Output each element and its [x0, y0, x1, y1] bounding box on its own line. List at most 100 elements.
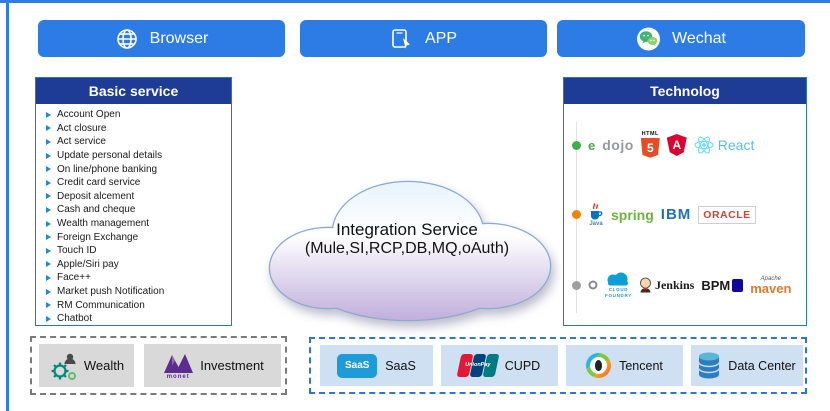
arrow-icon — [46, 274, 51, 281]
cloud-title: Integration Service — [336, 220, 478, 239]
wealth-gears-icon — [51, 353, 76, 380]
arrow-icon — [46, 247, 51, 254]
saas-logo: SaaS — [337, 353, 378, 378]
data-center-label: Data Center — [728, 358, 796, 373]
spring-logo: spring — [611, 206, 654, 223]
dojo-logo: dojo — [602, 137, 634, 154]
technology-body: e dojo HTML 5 A React — [564, 104, 806, 327]
html5-logo: HTML 5 — [640, 132, 660, 158]
frontend-tech-row: e dojo HTML 5 A React — [572, 132, 798, 158]
wealth-label: Wealth — [83, 358, 125, 373]
arrow-icon — [46, 193, 51, 200]
backend-tech-row: Java spring IBM ORACLE — [572, 202, 798, 227]
jenkins-logo: Jenkins — [639, 277, 694, 293]
service-item: Wealth management — [36, 217, 231, 231]
platform-group: SaaS SaaS UnionPay CUPD Tencent — [309, 337, 807, 394]
tencent-label: Tencent — [619, 358, 663, 373]
arrow-icon — [46, 111, 51, 118]
data-center-card: Data Center — [691, 345, 803, 386]
browser-button[interactable]: Browser — [38, 20, 285, 57]
arrow-icon — [46, 166, 51, 173]
frame-top-line — [0, 0, 830, 3]
saas-label: SaaS — [385, 358, 416, 373]
service-item: Account Open — [36, 108, 231, 122]
cloud-foundry-icon — [607, 272, 629, 286]
cloud-foundry-logo: CLOUD FOUNDRY — [605, 272, 632, 299]
service-item: Deposit alcement — [36, 190, 231, 204]
cloud-subtitle: (Mule,SI,RCP,DB,MQ,oAuth) — [304, 240, 510, 257]
cupd-card: UnionPay CUPD — [441, 345, 558, 386]
wechat-button[interactable]: Wechat — [557, 20, 805, 57]
maven-logo: Apache maven — [750, 275, 792, 296]
arrow-icon — [46, 206, 51, 213]
basic-service-panel: Basic service Account Open Act closure A… — [35, 77, 232, 326]
jenkins-butler-icon — [640, 277, 651, 293]
arrow-icon — [46, 302, 51, 309]
oracle-logo: ORACLE — [698, 205, 756, 224]
service-item: Act closure — [36, 122, 231, 136]
arrow-icon — [46, 315, 51, 322]
tencent-penguin-icon — [595, 360, 603, 371]
arrow-icon — [46, 261, 51, 268]
service-item: Update personal details — [36, 149, 231, 163]
bpm-box-icon — [732, 278, 744, 292]
service-item: Apple/Siri pay — [36, 258, 231, 272]
arrow-icon — [46, 152, 51, 159]
unionpay-logo: UnionPay — [456, 354, 500, 377]
cloud-label: Integration Service (Mule,SI,RCP,DB,MQ,o… — [248, 152, 566, 326]
basic-service-list: Account Open Act closure Act service Upd… — [36, 104, 231, 326]
app-label: APP — [424, 29, 457, 47]
java-cup-icon — [591, 203, 603, 220]
react-logo: React — [694, 135, 754, 155]
react-atom-icon — [694, 136, 714, 154]
basic-service-title: Basic service — [36, 78, 231, 104]
service-item: Touch ID — [36, 244, 231, 258]
ibm-logo: IBM — [660, 206, 692, 224]
service-item: Foreign Exchange — [36, 230, 231, 244]
service-item: RM Communication — [36, 298, 231, 312]
service-item: Face++ — [36, 271, 231, 285]
service-item: On line/phone banking — [36, 162, 231, 176]
wealth-group: Wealth monet Investment — [30, 336, 287, 395]
angular-logo: A — [666, 134, 687, 157]
arrow-icon — [46, 138, 51, 145]
technology-title: Technolog — [564, 78, 806, 104]
wechat-icon — [637, 27, 661, 50]
service-item: Credit card service — [36, 176, 231, 190]
arrow-icon — [46, 179, 51, 186]
investment-label: Investment — [200, 358, 264, 373]
frontend-bullet-icon — [572, 140, 581, 150]
app-device-icon — [392, 28, 410, 49]
service-item: Act service — [36, 135, 231, 149]
app-button[interactable]: APP — [300, 20, 547, 57]
wealth-card: Wealth — [39, 344, 134, 387]
monet-m-icon — [164, 353, 194, 373]
wechat-label: Wechat — [672, 29, 726, 47]
service-item: Chatbot — [36, 312, 231, 326]
backend-bullet-icon — [572, 210, 581, 220]
tencent-logo — [586, 353, 612, 378]
tencent-card: Tencent — [566, 345, 683, 386]
devops-bullet-icon — [572, 280, 581, 290]
database-icon — [698, 352, 720, 379]
java-logo: Java — [588, 202, 604, 227]
saas-card: SaaS SaaS — [320, 345, 433, 386]
integration-cloud: Integration Service (Mule,SI,RCP,DB,MQ,o… — [248, 156, 566, 330]
arrow-icon — [46, 220, 51, 227]
service-item: Cash and cheque — [36, 203, 231, 217]
investment-card: monet Investment — [144, 344, 281, 387]
bpm-logo: BPM — [701, 278, 744, 293]
arrow-icon — [46, 125, 51, 132]
devops-tech-row: CLOUD FOUNDRY Jenkins BPM Apache — [572, 272, 798, 299]
service-item: Market push Notification — [36, 285, 231, 299]
technology-panel: Technolog e dojo HTML 5 A — [563, 77, 807, 326]
tools-icon — [588, 280, 598, 290]
monet-logo: monet — [161, 352, 195, 380]
arrow-icon — [46, 234, 51, 241]
globe-icon — [116, 28, 137, 49]
cupd-label: CUPD — [504, 358, 541, 373]
cloud-shape — [268, 180, 552, 322]
arrow-icon — [46, 288, 51, 295]
frame-left-line — [6, 0, 9, 411]
